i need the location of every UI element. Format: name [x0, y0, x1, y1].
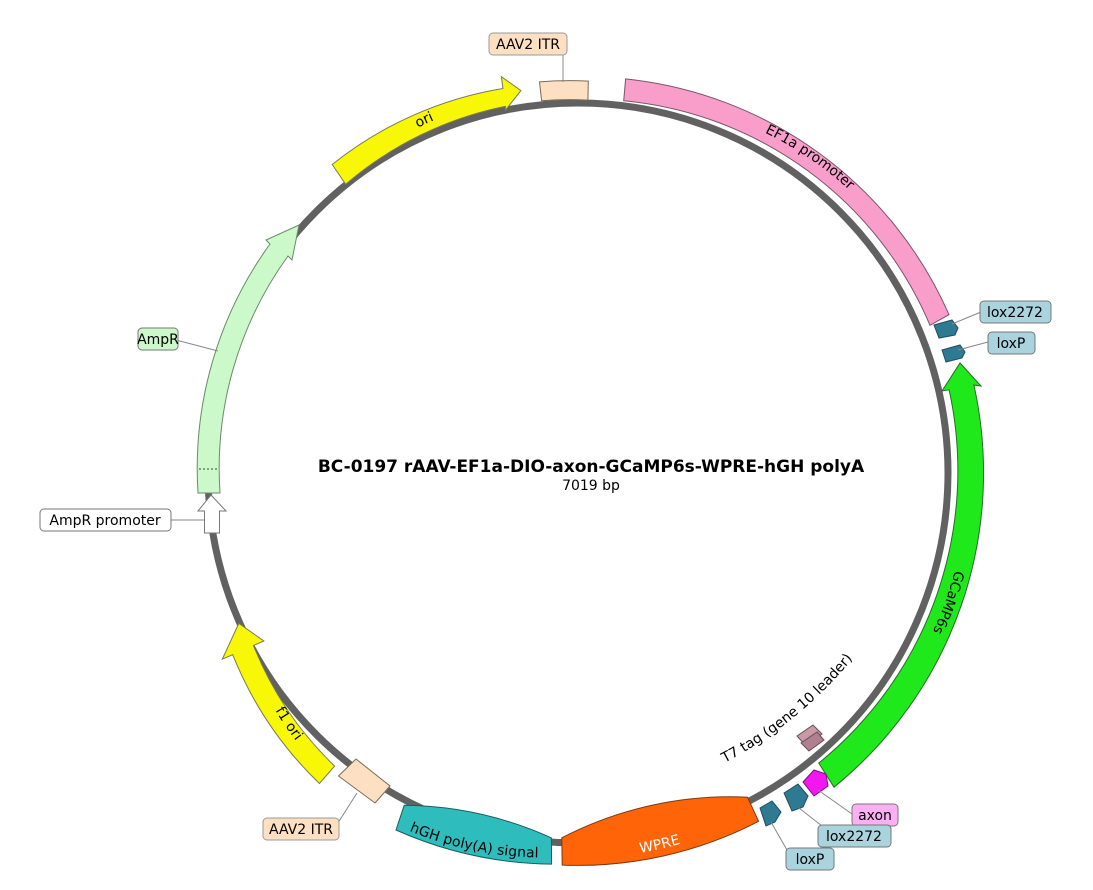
- aav2-itr-top-text: AAV2 ITR: [496, 37, 560, 53]
- axon-leader: [817, 789, 853, 815]
- lox2272-top-text: lox2272: [987, 305, 1043, 321]
- lox2272-top-feature[interactable]: [933, 319, 959, 339]
- t7-tag-feature[interactable]: [796, 724, 825, 752]
- ampr-leader: [175, 339, 219, 352]
- lox2272-bottom-text: lox2272: [826, 829, 882, 845]
- ampr-tag: [137, 327, 179, 351]
- ampr-feature[interactable]: [196, 224, 300, 494]
- loxp-top-leader: [957, 341, 989, 351]
- lox2272-top-tag: [979, 300, 1052, 324]
- aav2-itr-top-leader: [540, 52, 564, 82]
- aav2-itr-bottom-text: AAV2 ITR: [269, 822, 333, 838]
- loxp-bottom-text: loxP: [796, 852, 825, 868]
- aav2-itr-top-feature[interactable]: [538, 80, 589, 102]
- wpre-feature[interactable]: [561, 796, 760, 866]
- gcamp6s-feature[interactable]: [818, 362, 985, 788]
- axon-text: axon: [858, 808, 892, 824]
- loxp-top-feature[interactable]: [941, 344, 966, 363]
- loxp-top-text: loxP: [997, 336, 1026, 352]
- f1-ori-feature[interactable]: [221, 622, 336, 785]
- ef1a-promoter-feature[interactable]: [623, 78, 950, 327]
- ampr-promoter-feature[interactable]: [196, 494, 228, 534]
- plasmid-length: 7019 bp: [562, 478, 620, 494]
- loxp-bottom-leader: [770, 821, 788, 851]
- lox2272-top-leader: [951, 311, 982, 325]
- aav2-itr-bottom-leader: [335, 792, 358, 827]
- loxp-bottom-feature[interactable]: [759, 800, 782, 827]
- axon-feature[interactable]: [802, 769, 829, 797]
- aav2-itr-top-tag: [488, 32, 568, 56]
- plasmid-name: BC-0197 rAAV-EF1a-DIO-axon-GCaMP6s-WPRE-…: [318, 457, 865, 477]
- hgh-polya-feature[interactable]: [395, 804, 553, 865]
- ori-label: ori: [413, 109, 436, 131]
- ampr-text: AmpR: [137, 332, 179, 348]
- ampr-promoter-tag: [39, 508, 172, 532]
- aav2-itr-bottom-feature[interactable]: [337, 758, 391, 804]
- lox2272-bottom-tag: [817, 824, 892, 848]
- lox2272-bottom-feature[interactable]: [783, 783, 809, 812]
- aav2-itr-bottom-tag: [262, 817, 340, 841]
- loxp-bottom-tag: [785, 847, 835, 871]
- loxp-top-tag: [987, 331, 1036, 355]
- ampr-promoter-text: AmpR promoter: [49, 513, 160, 529]
- lox2272-bottom-leader: [798, 807, 823, 827]
- ori-feature[interactable]: [331, 75, 522, 186]
